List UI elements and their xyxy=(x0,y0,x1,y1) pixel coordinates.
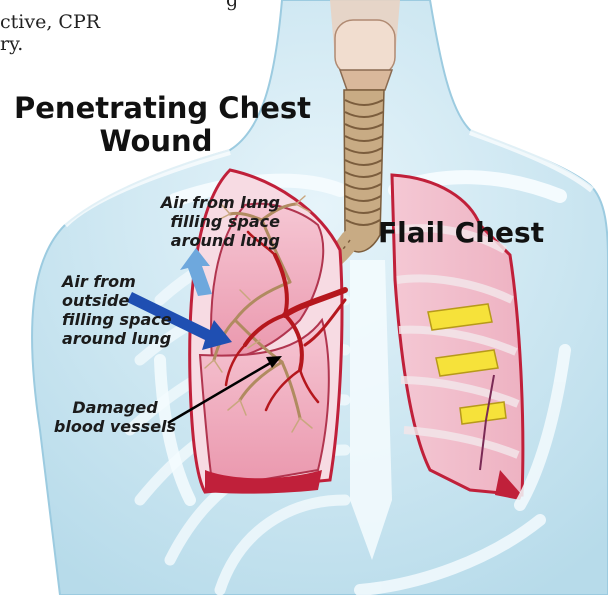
label-air-from-outside: Air from outside filling space around lu… xyxy=(62,272,212,348)
label-line: blood vessels xyxy=(40,417,190,436)
label-line: filling space xyxy=(62,310,212,329)
sternum xyxy=(350,260,392,560)
label-line: Damaged xyxy=(40,398,190,417)
label-line: outside xyxy=(62,291,212,310)
label-line: Air from lung xyxy=(120,193,280,212)
label-line: filling space xyxy=(120,212,280,231)
label-line: around lung xyxy=(62,329,212,348)
background-text-line: ctive, CPR xyxy=(0,11,100,33)
diagram-title-line: Penetrating Chest xyxy=(14,91,298,125)
background-text-line: g xyxy=(226,0,238,11)
background-text-line: ry. xyxy=(0,33,23,55)
flail-chest-label: Flail Chest xyxy=(378,216,544,249)
label-line: around lung xyxy=(120,231,280,250)
label-damaged-vessels: Damaged blood vessels xyxy=(40,398,190,436)
diagram-title-line: Wound xyxy=(14,124,298,158)
label-line: Air from xyxy=(62,272,212,291)
label-air-from-lung: Air from lung filling space around lung xyxy=(120,193,280,250)
